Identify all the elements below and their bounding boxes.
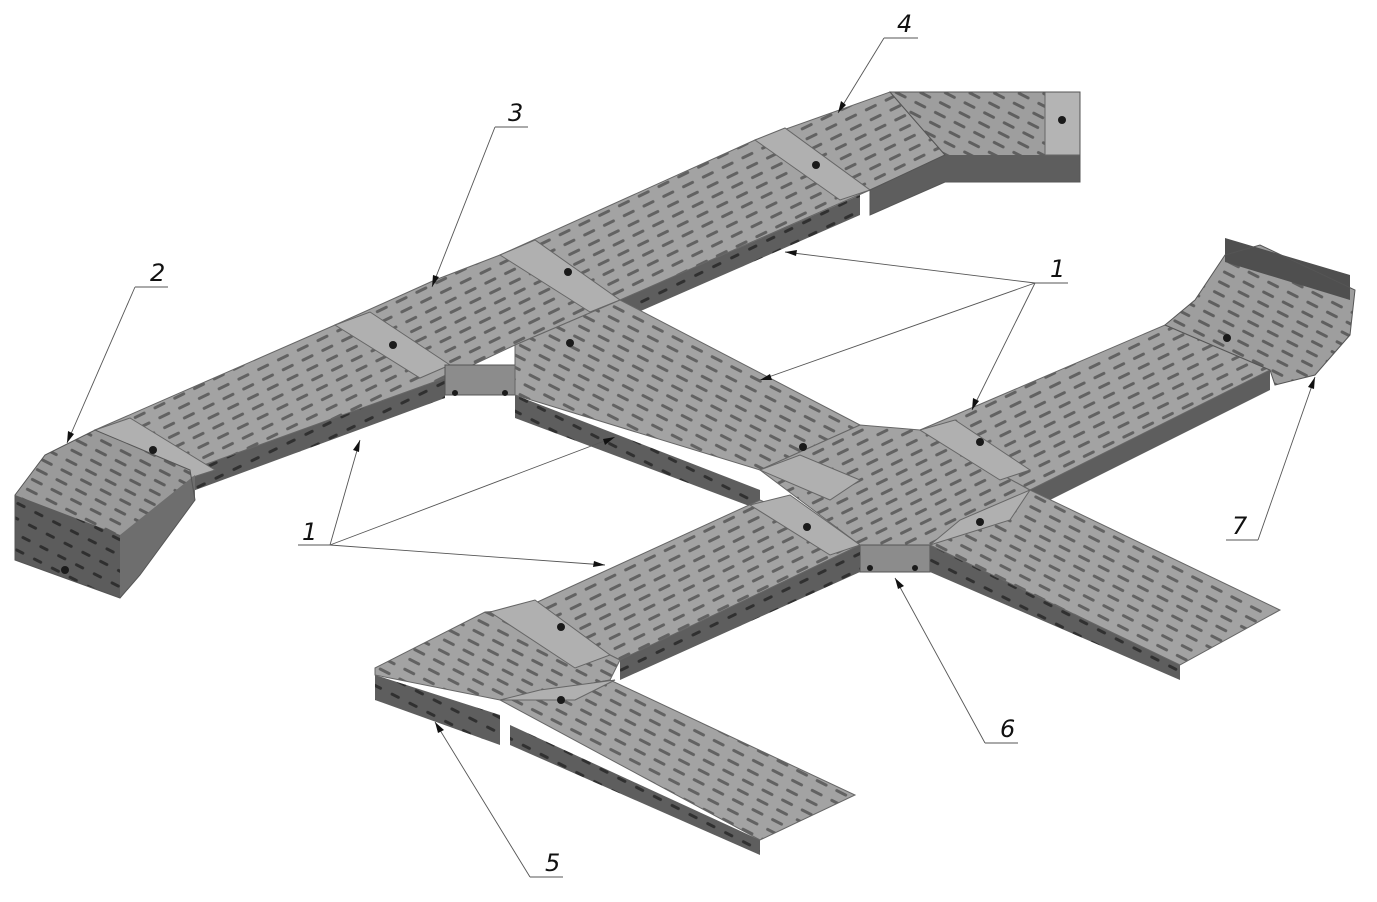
callout-label-3: 3	[508, 99, 523, 127]
bolts	[61, 116, 1231, 704]
main-cross-branch	[374, 299, 1282, 855]
callout-6: 6	[894, 577, 1018, 744]
vertical-bend-right	[1164, 238, 1356, 386]
callout-4: 4	[837, 10, 918, 114]
callout-label-1-lower: 1	[302, 518, 317, 546]
callout-3: 3	[431, 99, 528, 288]
callout-label-2: 2	[150, 259, 165, 287]
callout-label-5: 5	[545, 849, 560, 877]
callout-1-lower: 1	[298, 436, 616, 567]
callouts: 1 1 2 3	[66, 10, 1316, 878]
callout-label-1-upper: 1	[1050, 255, 1065, 283]
reducer-end-top	[869, 91, 1081, 216]
callout-2: 2	[66, 259, 168, 444]
callout-label-4: 4	[897, 10, 912, 38]
callout-label-6: 6	[1000, 715, 1015, 743]
callout-5: 5	[434, 721, 563, 878]
callout-label-7: 7	[1232, 512, 1248, 540]
end-cap-left	[14, 429, 196, 599]
tray-assembly	[14, 91, 1356, 855]
callout-1-upper: 1	[759, 250, 1068, 411]
callout-7: 7	[1226, 376, 1316, 541]
